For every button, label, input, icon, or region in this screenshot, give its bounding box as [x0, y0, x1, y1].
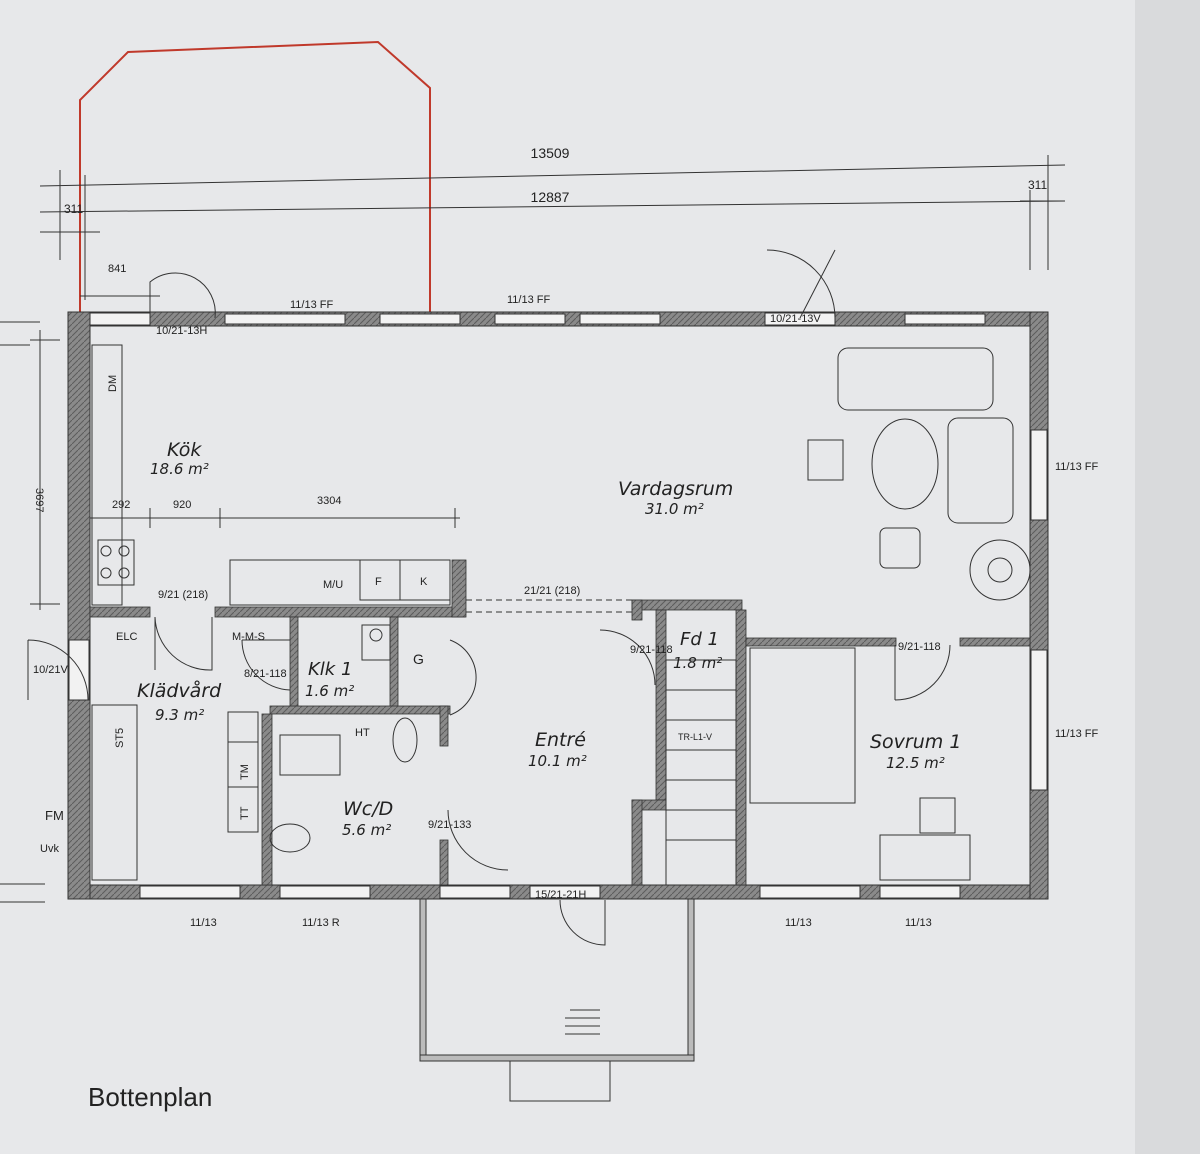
opening-klk-door: 8/21-118: [244, 668, 287, 680]
fixture-mu: M/U: [323, 579, 343, 591]
utility-fixtures: [91, 624, 418, 881]
opening-bottom-4: 11/13: [905, 917, 932, 929]
kitchen-fixtures: [91, 344, 451, 606]
room-kladvard-name: Klädvård: [137, 679, 222, 702]
fixture-ht: HT: [355, 727, 370, 739]
fixture-elc: ELC: [116, 631, 137, 643]
room-kok-area: 18.6 m²: [150, 460, 209, 478]
opening-living-passage: 21/21 (218): [524, 585, 580, 597]
room-entre-name: Entré: [535, 729, 586, 751]
page-fold: [1135, 0, 1200, 1154]
dim-3304: 3304: [317, 495, 341, 507]
plan-title: Bottenplan: [88, 1082, 212, 1112]
room-fd-name: Fd 1: [680, 629, 719, 650]
door-swings: [27, 249, 951, 946]
dim-920: 920: [173, 499, 191, 511]
living-furniture: [807, 347, 1031, 601]
opening-fd-door: 9/21-118: [630, 644, 673, 656]
wall-openings: [68, 312, 1048, 899]
opening-entry-door: 15/21-21H: [535, 889, 586, 901]
fixture-st5: ST5: [114, 728, 126, 748]
fixture-tm: TM: [239, 764, 251, 780]
dim-3697: 3697: [33, 488, 45, 512]
interior-walls: [89, 559, 1031, 886]
dim-841: 841: [108, 263, 126, 275]
opening-top-mid: 11/13 FF: [507, 294, 550, 306]
entry-porch: [419, 898, 695, 1102]
room-klk-name: Klk 1: [308, 659, 352, 680]
room-fd-area: 1.8 m²: [673, 654, 722, 672]
fixture-tt: TT: [239, 806, 251, 820]
room-vardagsrum-area: 31.0 m²: [645, 500, 704, 518]
fixture-uvk: Uvk: [40, 843, 59, 855]
exterior-walls: [67, 311, 1049, 900]
dim-12887: 12887: [531, 189, 570, 205]
opening-sovrum-door: 9/21-118: [898, 641, 941, 653]
opening-kitchen-passage: 9/21 (218): [158, 589, 208, 601]
room-vardagsrum-name: Vardagsrum: [618, 478, 733, 500]
room-klk-area: 1.6 m²: [305, 682, 354, 700]
room-wc-name: Wc/D: [343, 798, 393, 820]
opening-left-door: 10/21V: [33, 664, 69, 676]
dim-311-right: 311: [1028, 178, 1047, 192]
stair-label: TR-L1-V: [678, 732, 712, 742]
opening-top-left: 11/13 FF: [290, 299, 333, 311]
stairs: [665, 659, 737, 886]
dim-13509: 13509: [531, 145, 570, 161]
passage-lines: [466, 599, 632, 613]
opening-wc-door: 9/21-133: [428, 819, 471, 831]
dim-292: 292: [112, 499, 130, 511]
room-kok-name: Kök: [167, 439, 202, 461]
dim-311-left: 311: [64, 202, 83, 216]
opening-right-lower: 11/13 FF: [1055, 728, 1098, 740]
opening-top-right-door: 10/21-13V: [770, 313, 821, 325]
opening-bottom-1: 11/13: [190, 917, 217, 929]
annex-outline: [79, 40, 431, 318]
top-dimensions: [0, 155, 1066, 903]
room-entre-area: 10.1 m²: [528, 752, 587, 770]
fixture-fm: FM: [45, 808, 64, 823]
fixture-k: K: [420, 576, 428, 588]
fixture-mms: M-M-S: [232, 631, 265, 643]
bedroom-furniture: [749, 647, 971, 881]
fixture-dm: DM: [107, 375, 119, 392]
opening-bottom-2: 11/13 R: [302, 917, 340, 929]
room-kladvard-area: 9.3 m²: [155, 706, 204, 724]
room-sovrum-area: 12.5 m²: [886, 754, 945, 772]
opening-bottom-3: 11/13: [785, 917, 812, 929]
opening-right-upper: 11/13 FF: [1055, 461, 1098, 473]
fixture-g: G: [413, 651, 424, 667]
fixture-f: F: [375, 576, 382, 588]
room-wc-area: 5.6 m²: [342, 821, 391, 839]
opening-kitchen-door: 10/21-13H: [156, 325, 207, 337]
room-sovrum-name: Sovrum 1: [870, 731, 961, 753]
